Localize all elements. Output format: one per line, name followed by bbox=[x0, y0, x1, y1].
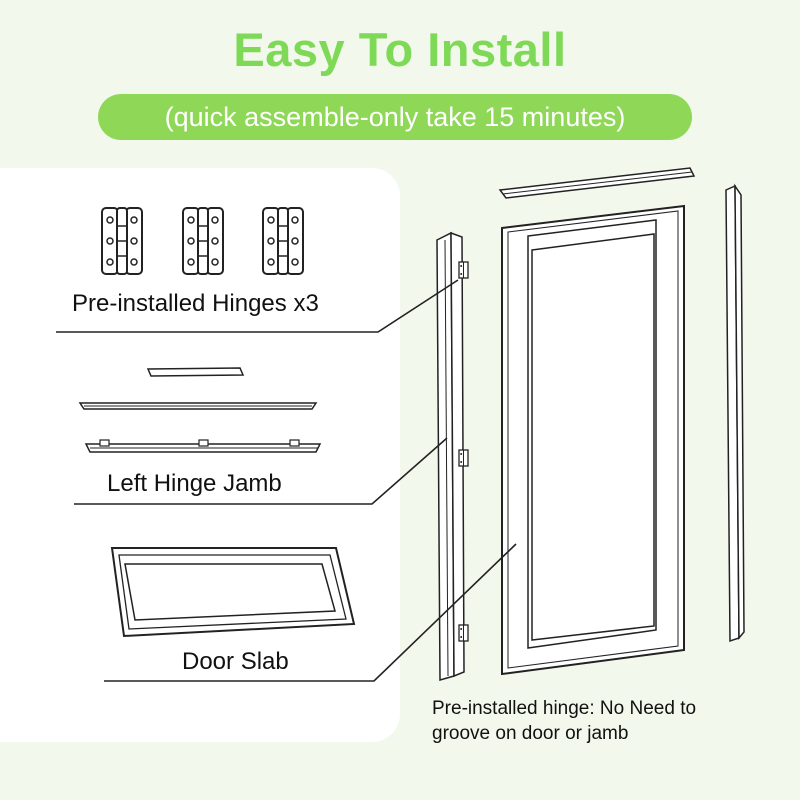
right-jamb bbox=[725, 183, 745, 643]
hinge-note: Pre-installed hinge: No Need to groove o… bbox=[432, 696, 772, 746]
hinge-icon bbox=[458, 449, 469, 467]
jamb-label: Left Hinge Jamb bbox=[107, 470, 282, 497]
door-slab-small bbox=[110, 547, 356, 638]
hinges-label: Pre-installed Hinges x3 bbox=[72, 290, 319, 317]
hinge-note-line-1: Pre-installed hinge: No Need to bbox=[432, 698, 697, 719]
hinge-icon bbox=[262, 207, 304, 275]
door-main bbox=[501, 204, 685, 676]
callout-lines bbox=[56, 279, 517, 682]
hinge-icon bbox=[182, 207, 224, 275]
jamb-vertical bbox=[436, 231, 465, 681]
slab-label: Door Slab bbox=[182, 648, 289, 675]
hinge-icon bbox=[101, 207, 143, 275]
hinge-note-line-2: groove on door or jamb bbox=[432, 723, 629, 744]
page-title: Easy To Install bbox=[233, 23, 567, 76]
hinge-icon bbox=[458, 624, 469, 642]
jamb-piece-horizontal bbox=[84, 439, 322, 453]
header-piece bbox=[498, 167, 696, 199]
hinge-icon bbox=[458, 261, 469, 279]
header-trim-piece bbox=[146, 367, 245, 377]
subtitle-banner: (quick assemble-only take 15 minutes) bbox=[98, 94, 692, 140]
